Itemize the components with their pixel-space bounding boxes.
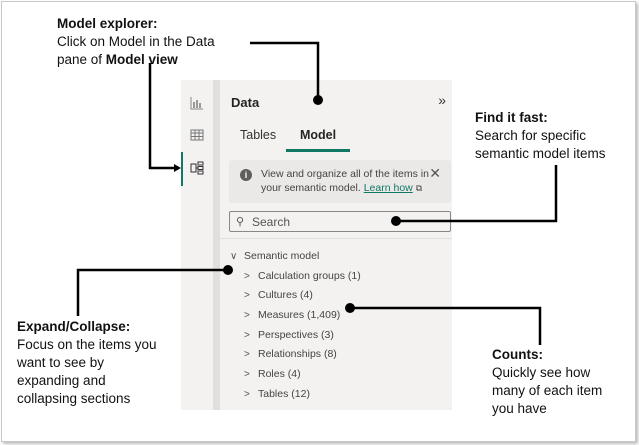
annotation-title: Expand/Collapse: [17, 319, 131, 334]
tree-item-label: Roles (4) [258, 368, 301, 381]
pane-divider [213, 80, 220, 410]
chevron-right-icon: > [244, 369, 250, 381]
table-view-icon[interactable] [190, 128, 204, 142]
chevron-right-icon: > [244, 388, 250, 400]
callout-line-search [396, 165, 558, 223]
annotation-text: Quickly see how many of each item you ha… [492, 365, 603, 416]
collapse-pane-icon[interactable]: » [438, 92, 446, 108]
tree-item[interactable]: > Calculation groups (1) [230, 270, 361, 290]
callout-dot [223, 265, 233, 275]
data-pane: Data » Tables Model i View and organize … [220, 80, 452, 410]
search-icon: ⚲ [236, 216, 245, 228]
chevron-right-icon: > [244, 329, 250, 341]
annotation-text: pane of [57, 52, 106, 67]
tree-item-label: Measures (1,409) [258, 309, 341, 322]
tree-root-label: Semantic model [244, 250, 320, 262]
info-text: View and organize all of the items in yo… [261, 168, 429, 194]
annotation-text: Click on Model in the Data [57, 34, 215, 49]
tree-item-label: Perspectives (3) [258, 328, 334, 341]
chevron-right-icon: > [244, 349, 250, 361]
learn-how-link[interactable]: Learn how [363, 182, 413, 194]
callout-line-model-view [148, 63, 178, 170]
report-view-icon[interactable] [190, 96, 204, 110]
tab-tables[interactable]: Tables [240, 128, 277, 142]
tree-item-label: Relationships (8) [258, 348, 337, 361]
model-tree: ∨Semantic model >Calculation groups (1) … [230, 250, 361, 408]
close-icon[interactable]: ✕ [429, 165, 441, 181]
tree-root[interactable]: ∨ Semantic model [230, 250, 361, 270]
pane-title: Data [231, 95, 260, 110]
callout-line-expand [76, 268, 228, 316]
tree-item[interactable]: > Cultures (4) [230, 289, 361, 309]
tree-item-label: Tables (12) [258, 387, 310, 400]
active-view-indicator [181, 152, 183, 186]
annotation-text: Search for specific semantic model items [475, 128, 606, 161]
annotation-model-explorer: Model explorer: Click on Model in the Da… [57, 15, 257, 69]
annotation-find-it-fast: Find it fast: Search for specific semant… [475, 109, 635, 163]
active-tab-underline [286, 149, 350, 152]
callout-arrowhead [174, 164, 181, 172]
info-banner: i View and organize all of the items in … [229, 160, 451, 203]
tree-item[interactable]: > Tables (12) [230, 388, 361, 408]
view-rail [181, 80, 213, 410]
chevron-right-icon: > [244, 290, 250, 302]
tree-item[interactable]: > Relationships (8) [230, 348, 361, 368]
annotation-title: Find it fast: [475, 110, 548, 125]
external-link-icon: ⧉ [415, 183, 423, 193]
callout-dot [313, 95, 323, 105]
chevron-right-icon: > [244, 310, 250, 322]
tab-model[interactable]: Model [300, 128, 337, 142]
annotation-expand-collapse: Expand/Collapse: Focus on the items you … [17, 318, 167, 408]
annotation-title: Model explorer: [57, 16, 158, 31]
annotation-counts: Counts: Quickly see how many of each ite… [492, 346, 612, 418]
tree-item[interactable]: > Roles (4) [230, 368, 361, 388]
chevron-right-icon: > [244, 270, 250, 282]
tree-item-label: Cultures (4) [258, 289, 313, 302]
powerbi-screenshot: Data » Tables Model i View and organize … [181, 80, 452, 410]
info-icon: i [240, 169, 252, 181]
tree-item[interactable]: > Perspectives (3) [230, 329, 361, 349]
annotation-text-bold: Model view [105, 52, 178, 67]
model-view-icon[interactable] [190, 161, 204, 175]
annotation-title: Counts: [492, 347, 543, 362]
tree-item[interactable]: > Measures (1,409) [230, 309, 361, 329]
tree-item-label: Calculation groups (1) [258, 269, 361, 282]
divider [220, 238, 452, 239]
annotation-text: Focus on the items you want to see by ex… [17, 337, 157, 406]
callout-dot [391, 216, 401, 226]
callout-dot [345, 303, 355, 313]
search-placeholder: Search [252, 215, 291, 229]
callout-line-counts [350, 306, 542, 345]
callout-line-model-tab [250, 41, 320, 100]
chevron-down-icon: ∨ [230, 251, 238, 262]
